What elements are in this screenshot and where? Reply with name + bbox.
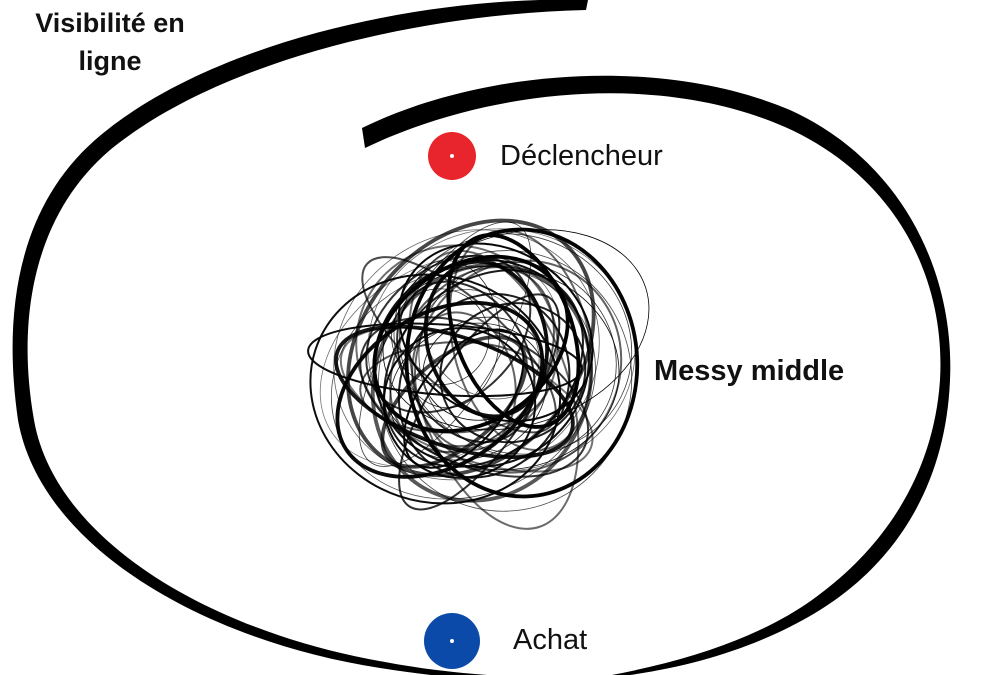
scribble-loop bbox=[407, 249, 580, 530]
scribble-loop bbox=[307, 322, 583, 398]
trigger-dot-center bbox=[450, 154, 454, 158]
messy-middle-label: Messy middle bbox=[654, 355, 845, 387]
title-line-2: ligne bbox=[78, 46, 142, 76]
trigger-dot bbox=[428, 132, 476, 180]
scribble-loop bbox=[424, 289, 540, 400]
scribble-loop bbox=[330, 265, 596, 500]
scribble-loop bbox=[389, 266, 555, 454]
scribble-loop bbox=[439, 302, 587, 444]
scribble-loop bbox=[383, 269, 584, 468]
title-label: Visibilité en ligne bbox=[10, 4, 210, 80]
scribble-loop bbox=[404, 227, 640, 499]
purchase-dot bbox=[424, 613, 480, 669]
scribble-loop bbox=[378, 250, 633, 512]
scribble-loop bbox=[380, 335, 528, 469]
purchase-label: Achat bbox=[513, 624, 588, 656]
scribble-loop bbox=[372, 258, 590, 468]
scribble-loop bbox=[399, 233, 633, 455]
purchase-dot-center bbox=[450, 639, 454, 643]
scribble-loop bbox=[334, 324, 575, 460]
trigger-label: Déclencheur bbox=[500, 140, 663, 172]
messy-middle-scribble bbox=[307, 218, 650, 530]
scribble-loop bbox=[358, 221, 532, 467]
title-line-1: Visibilité en bbox=[35, 8, 185, 38]
